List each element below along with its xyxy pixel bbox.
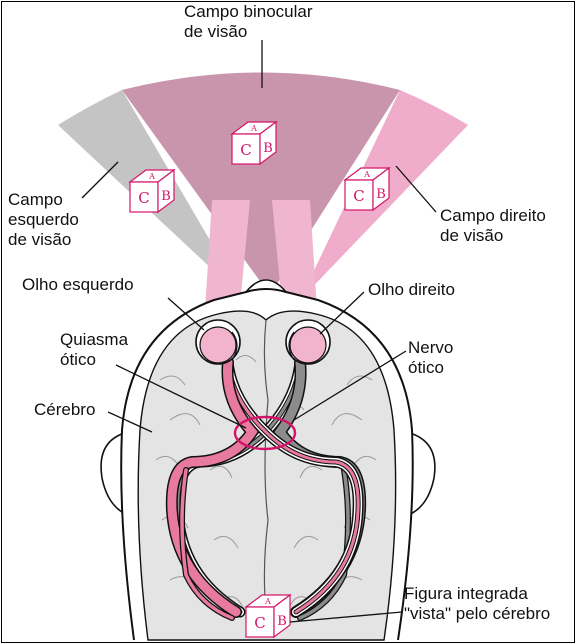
svg-text:A: A (148, 172, 155, 181)
right-eye (286, 320, 330, 364)
optic-nerve-label: Nervo ótico (408, 338, 453, 378)
svg-text:B: B (277, 614, 287, 629)
svg-text:A: A (363, 170, 370, 179)
svg-text:C: C (353, 187, 364, 205)
left-field-label: Campo esquerdo de visão (8, 190, 79, 250)
svg-text:A: A (250, 124, 257, 133)
cube-right-field: C B A (345, 168, 389, 210)
right-field-label: Campo direito de visão (440, 206, 546, 246)
cube-binocular: C B A (232, 122, 276, 164)
svg-text:B: B (376, 187, 386, 202)
integrated-figure-label: Figura integrada "vista" pelo cérebro (404, 584, 550, 624)
cube-left-field: C B A (130, 170, 174, 212)
left-eye (196, 320, 240, 364)
binocular-field-label: Campo binocular de visão (184, 2, 313, 42)
left-eye-label: Olho esquerdo (22, 275, 134, 295)
right-eye-label: Olho direito (368, 280, 455, 300)
optic-chiasm-label: Quiasma ótico (60, 330, 128, 370)
svg-text:C: C (240, 141, 251, 159)
svg-text:A: A (264, 597, 271, 606)
svg-text:B: B (263, 141, 273, 156)
svg-text:C: C (254, 614, 265, 632)
svg-text:C: C (138, 189, 149, 207)
cerebrum-label: Cérebro (34, 400, 95, 420)
svg-text:B: B (161, 189, 171, 204)
